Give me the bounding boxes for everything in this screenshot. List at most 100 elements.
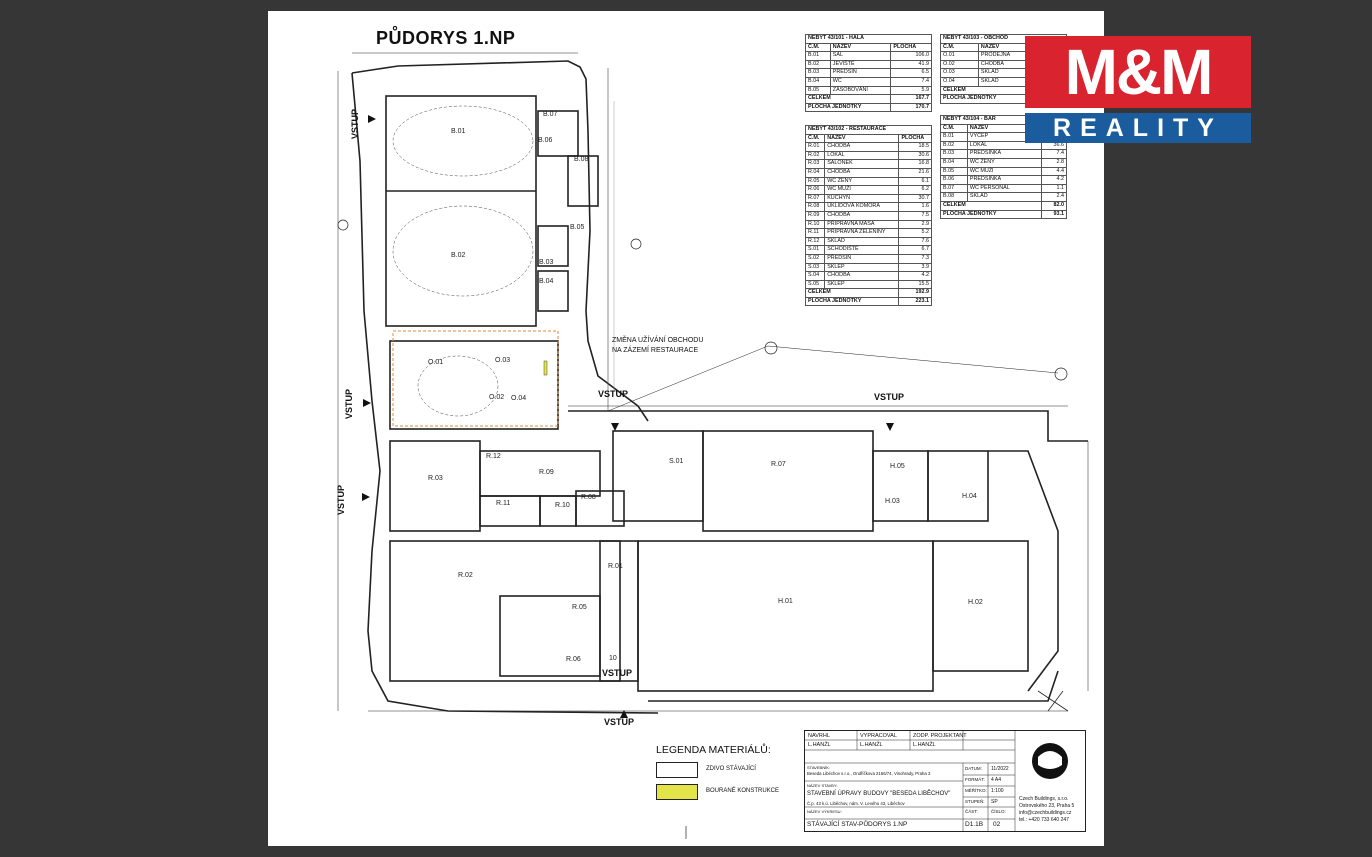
- entrance-label: VSTUP: [602, 668, 633, 678]
- title-block: NAVRHL VYPRACOVAL ZODP. PROJEKTANT L.HAN…: [804, 730, 1086, 832]
- change-note-line: NA ZÁZEMÍ RESTAURACE: [612, 347, 699, 354]
- room-label: R.07: [771, 461, 786, 468]
- entrance-label: VSTUP: [344, 388, 354, 419]
- column-header: Č.M.: [940, 123, 968, 134]
- tb-stavebnik-label: STAVEBNÍK:: [807, 765, 830, 770]
- room-label: H.01: [778, 598, 793, 605]
- mm-reality-logo: M&M REALITY: [1025, 36, 1251, 143]
- column-header: NÁZEV: [829, 42, 892, 53]
- table-title: NEBYT 43/102 - RESTAURACE: [805, 125, 932, 135]
- floor-plan-drawing: [337, 52, 1089, 839]
- tb-vykres: STÁVAJÍCÍ STAV-PŮDORYS 1.NP: [807, 821, 908, 828]
- room-label: O.02: [489, 394, 505, 401]
- tb-navrhl-label: NAVRHL: [808, 733, 830, 739]
- tb-format-label: FORMÁT:: [965, 777, 985, 782]
- room-label: B.08: [574, 156, 589, 163]
- tb-format: 4 A4: [991, 777, 1002, 783]
- legend-title: LEGENDA MATERIÁLŮ:: [656, 744, 771, 756]
- tb-stupen: SP: [991, 799, 998, 805]
- room-label: R.05: [572, 604, 587, 611]
- room-label: R.02: [458, 572, 473, 579]
- room-label: B.07: [543, 111, 558, 118]
- room-label: H.03: [885, 498, 900, 505]
- tb-datum-label: DATUM:: [965, 766, 982, 771]
- tb-misto: Č.p. 43 k.ú. Liběchov, nám. V. Levého 43…: [807, 801, 905, 806]
- change-note-line: ZMĚNA UŽÍVÁNÍ OBCHODU: [612, 337, 704, 344]
- column-header: Č.M.: [805, 42, 831, 53]
- logo-brand: M&M: [1025, 36, 1251, 108]
- tb-zodp-label: ZODP. PROJEKTANT: [913, 733, 967, 739]
- tb-nazev-label: NÁZEV STAVBY:: [807, 783, 838, 788]
- tb-cast: D1.1B: [965, 821, 984, 828]
- entrance-label: VSTUP: [598, 389, 629, 399]
- tb-meritko: 1:100: [991, 788, 1004, 794]
- room-label: B.03: [539, 259, 554, 266]
- title-block-grid: [805, 731, 1068, 831]
- room-label: B.04: [539, 278, 554, 285]
- tb-firm: tel.: +420 733 640 247: [1019, 817, 1069, 823]
- column-header: PLOCHA: [898, 133, 932, 144]
- entrance-label: VSTUP: [336, 484, 346, 515]
- room-label: R.03: [428, 475, 443, 482]
- room-label: O.03: [495, 357, 511, 364]
- tb-vypracoval: L.HANŽL: [860, 742, 883, 748]
- room-label: B.06: [538, 137, 553, 144]
- room-label: R.09: [539, 469, 554, 476]
- column-header: NÁZEV: [824, 133, 900, 144]
- room-label: 10: [609, 655, 617, 662]
- tb-meritko-label: MĚŘÍTKO:: [965, 788, 987, 793]
- tb-firm: Ostrovského 23, Praha 5: [1019, 803, 1075, 809]
- entrance-label: VSTUP: [604, 717, 635, 727]
- logo-subtitle: REALITY: [1025, 113, 1251, 143]
- tb-navrhl: L.HANŽL: [808, 742, 831, 748]
- column-header: PLOCHA: [890, 42, 932, 53]
- tb-firm: info@czechbuildings.cz: [1019, 810, 1072, 816]
- entrance-label: VSTUP: [350, 108, 360, 139]
- legend-swatch-demolished: [656, 784, 698, 800]
- room-label: R.11: [496, 500, 511, 507]
- room-label: B.02: [451, 252, 466, 259]
- drawing-sheet: PŮDORYS 1.NP B.01 B.02 B.03 B.04 B.05 B.…: [268, 11, 1104, 846]
- legend-swatch-existing: [656, 762, 698, 778]
- table-title: NEBYT 43/101 - HALA: [805, 34, 932, 44]
- room-label: H.05: [890, 463, 905, 470]
- tb-zodp: L.HANŽL: [913, 742, 936, 748]
- company-logo: [1032, 743, 1068, 779]
- room-label: O.01: [428, 359, 444, 366]
- tb-cast-label: ČÁST:: [965, 809, 978, 814]
- tb-stupen-label: STUPEŇ:: [965, 799, 985, 804]
- tb-vykres-label: NÁZEV VÝKRESU:: [807, 809, 842, 814]
- room-label: R.06: [566, 656, 581, 663]
- room-label: R.01: [608, 563, 623, 570]
- room-label: B.01: [451, 128, 466, 135]
- column-header: Č.M.: [804, 133, 826, 144]
- room-label: R.08: [581, 494, 596, 501]
